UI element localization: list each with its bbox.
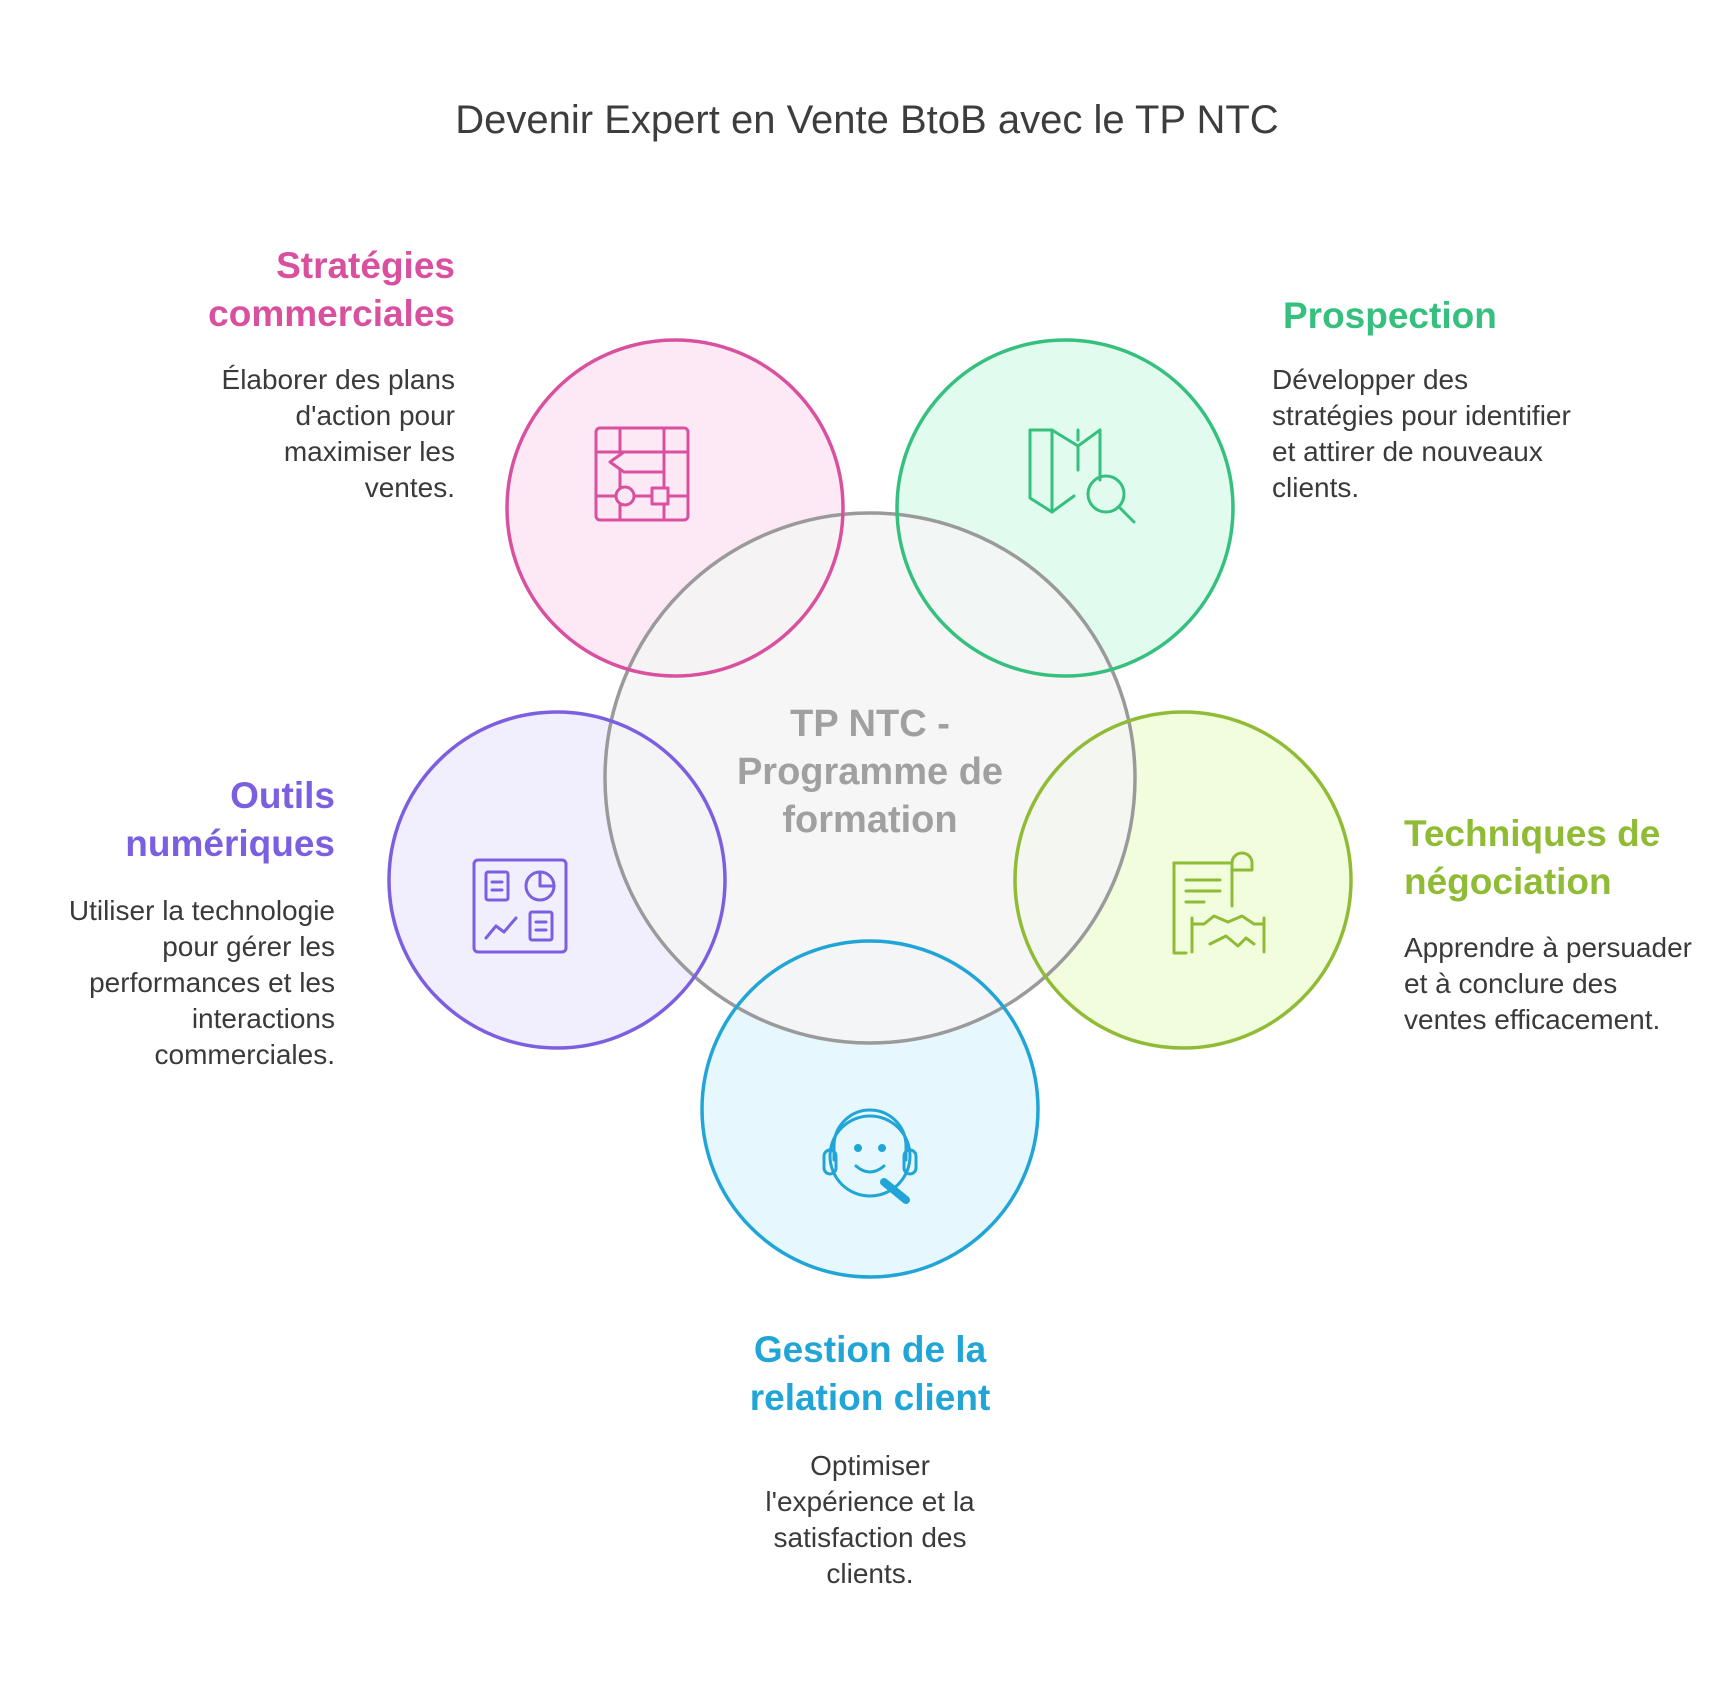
desc-outils: Utiliser la technologie pour gérer les p… [68, 895, 335, 1070]
support-agent-icon [822, 1108, 918, 1204]
map-search-icon [1028, 428, 1136, 524]
desc-prospection: Développer des stratégies pour identifie… [1272, 364, 1571, 503]
heading-negociation: Techniques de négociation [1404, 813, 1661, 902]
circle-outils-ring [387, 710, 727, 1050]
diagram-title: Devenir Expert en Vente BtoB avec le TP … [455, 98, 1279, 142]
circle-negociation-ring [1013, 710, 1353, 1050]
desc-negociation: Apprendre à persuader et à conclure des … [1404, 932, 1692, 1035]
circle-relation-ring [700, 939, 1040, 1279]
heading-prospection: Prospection [1283, 295, 1497, 336]
heading-relation: Gestion de la relation client [749, 1329, 991, 1418]
circle-prospection-ring [895, 338, 1235, 678]
desc-strategies: Élaborer des plans d'action pour maximis… [221, 364, 455, 503]
dashboard-icon [472, 858, 568, 954]
contract-handshake-icon [1172, 851, 1266, 955]
heading-outils: Outils numériques [125, 775, 335, 864]
flowchart-icon [594, 426, 690, 522]
desc-relation: Optimiser l'expérience et la satisfactio… [765, 1450, 975, 1589]
circle-strategies-ring [505, 338, 845, 678]
center-label: TP NTC - Programme de formation [736, 703, 1004, 841]
center-circle [603, 511, 1137, 1045]
heading-strategies: Stratégies commerciales [208, 245, 455, 334]
